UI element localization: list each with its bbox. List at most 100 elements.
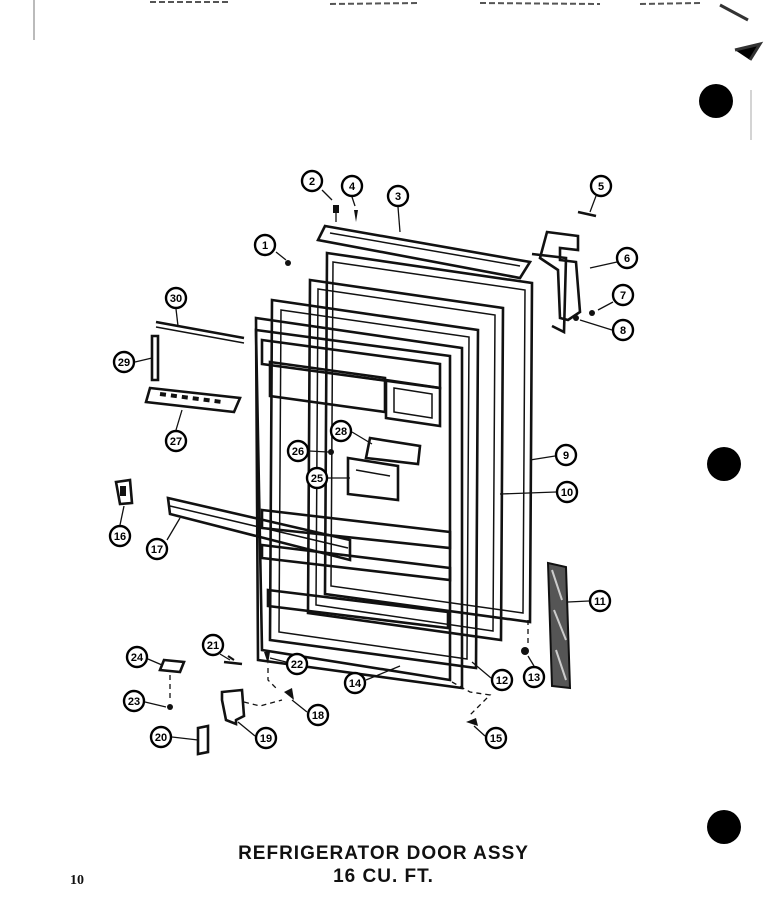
callout-2: 2	[300, 169, 324, 193]
callout-number: 21	[207, 640, 219, 652]
callout-number: 3	[395, 191, 401, 203]
callout-circle	[306, 703, 330, 727]
callout-21: 21	[201, 633, 225, 657]
callout-number: 23	[128, 696, 140, 708]
callout-24: 24	[125, 645, 149, 669]
callout-28: 28	[329, 419, 353, 443]
callout-number: 25	[311, 473, 323, 485]
callout-17: 17	[145, 537, 169, 561]
callout-7: 7	[611, 283, 635, 307]
callout-26: 26	[286, 439, 310, 463]
callout-18: 18	[306, 703, 330, 727]
callout-number: 4	[349, 181, 356, 193]
callout-number: 14	[349, 678, 362, 690]
callout-circle	[122, 689, 146, 713]
callout-number: 22	[291, 659, 303, 671]
punch-hole-top	[699, 84, 733, 118]
callout-number: 29	[118, 357, 130, 369]
callout-number: 24	[131, 652, 144, 664]
callout-number: 18	[312, 710, 324, 722]
callout-9: 9	[554, 443, 578, 467]
punch-hole-middle	[707, 447, 741, 481]
callout-circle	[300, 169, 324, 193]
callout-25: 25	[305, 466, 329, 490]
callout-circle	[112, 350, 136, 374]
callout-circle	[343, 671, 367, 695]
callout-number: 13	[528, 672, 540, 684]
callout-number: 12	[496, 675, 508, 687]
callout-circle	[305, 466, 329, 490]
callout-circle	[201, 633, 225, 657]
callout-circle	[329, 419, 353, 443]
callout-circle	[285, 652, 309, 676]
callout-circle	[386, 184, 410, 208]
callout-circle	[615, 246, 639, 270]
callout-circle	[611, 283, 635, 307]
callout-22: 22	[285, 652, 309, 676]
callout-circle	[254, 726, 278, 750]
callout-circle	[164, 429, 188, 453]
small-parts	[114, 205, 597, 756]
callout-14: 14	[343, 671, 367, 695]
callout-number: 5	[598, 181, 604, 193]
callout-8: 8	[611, 318, 635, 342]
callout-circle	[340, 174, 364, 198]
callout-23: 23	[122, 689, 146, 713]
callout-circle	[589, 174, 613, 198]
callout-number: 11	[594, 596, 606, 608]
callout-30: 30	[164, 286, 188, 310]
callout-circle	[484, 726, 508, 750]
callout-circle	[490, 668, 514, 692]
callout-6: 6	[615, 246, 639, 270]
callout-15: 15	[484, 726, 508, 750]
callout-27: 27	[164, 429, 188, 453]
callout-1: 1	[253, 233, 277, 257]
callout-circle	[522, 665, 546, 689]
callout-29: 29	[112, 350, 136, 374]
callout-11: 11	[588, 589, 612, 613]
door-gasket-frame	[306, 278, 505, 642]
callout-20: 20	[149, 725, 173, 749]
callout-circle	[125, 645, 149, 669]
punch-hole-bottom	[707, 810, 741, 844]
callout-circle	[588, 589, 612, 613]
callout-number: 10	[561, 487, 573, 499]
callout-circle	[253, 233, 277, 257]
callout-number: 27	[170, 436, 182, 448]
callout-number: 1	[262, 240, 268, 252]
callout-circle	[555, 480, 579, 504]
callout-number: 15	[490, 733, 502, 745]
callout-13: 13	[522, 665, 546, 689]
leader-lines	[119, 189, 618, 741]
callout-circle	[108, 524, 132, 548]
callout-10: 10	[555, 480, 579, 504]
callout-number: 17	[151, 544, 163, 556]
callout-16: 16	[108, 524, 132, 548]
callout-3: 3	[386, 184, 410, 208]
callout-number: 8	[620, 325, 626, 337]
callout-circle	[611, 318, 635, 342]
callout-19: 19	[254, 726, 278, 750]
scan-artifacts	[33, 0, 764, 140]
callout-number: 7	[620, 290, 626, 302]
diagram-subtitle: 16 CU. FT.	[333, 866, 434, 887]
callout-4: 4	[340, 174, 364, 198]
callout-circle	[286, 439, 310, 463]
callout-5: 5	[589, 174, 613, 198]
callout-number: 28	[335, 426, 347, 438]
callout-12: 12	[490, 668, 514, 692]
callout-circle	[554, 443, 578, 467]
callout-number: 20	[155, 732, 167, 744]
callout-number: 16	[114, 531, 126, 543]
diagram-title: REFRIGERATOR DOOR ASSY	[238, 843, 529, 864]
callout-circle	[164, 286, 188, 310]
callout-number: 6	[624, 253, 630, 265]
page-number: 10	[70, 873, 84, 888]
callout-circle	[149, 725, 173, 749]
callout-number: 26	[292, 446, 304, 458]
callout-number: 9	[563, 450, 569, 462]
callout-number: 2	[309, 176, 315, 188]
callout-circle	[145, 537, 169, 561]
